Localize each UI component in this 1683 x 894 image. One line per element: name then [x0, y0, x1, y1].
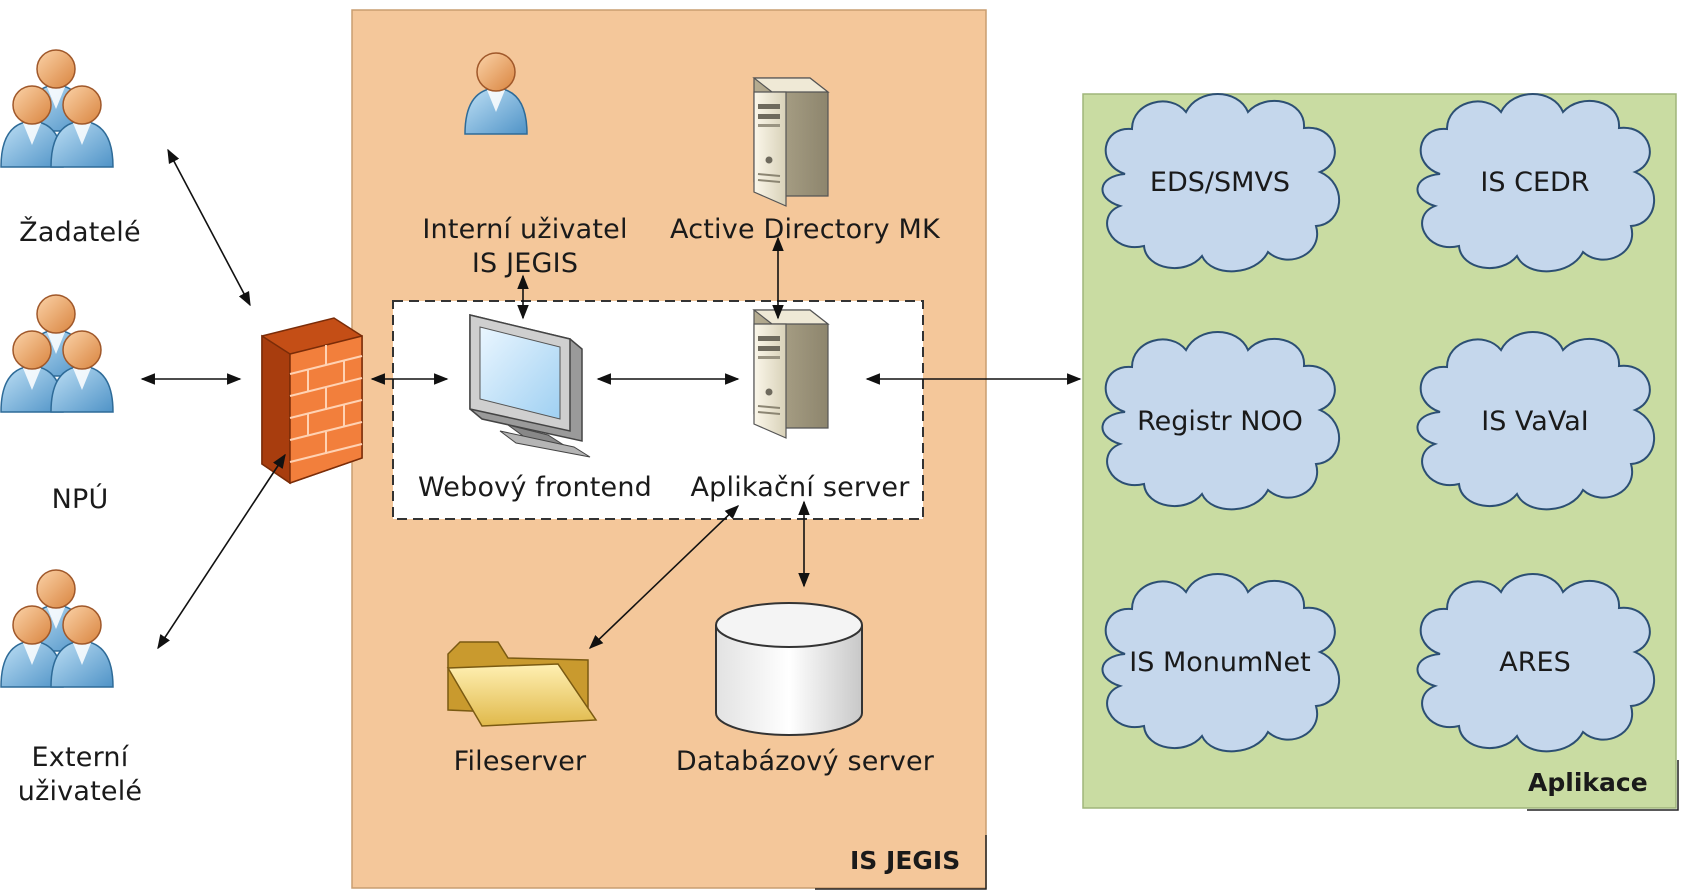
label-zadatele: Žadatelé	[19, 217, 141, 248]
is-jegis-title: IS JEGIS	[850, 846, 961, 875]
label-externi-line1: Externí	[31, 742, 129, 773]
app-label-is-monumnet: IS MonumNet	[1129, 647, 1311, 678]
applicants-icon	[1, 50, 113, 167]
app-label-is-vaval: IS VaVaI	[1481, 406, 1589, 437]
label-internal-user-line1: Interní uživatel	[422, 214, 628, 245]
link-applicants-firewall	[167, 148, 251, 307]
npu-icon	[1, 295, 113, 412]
app-label-ares: ARES	[1499, 647, 1571, 678]
app-label-eds-smvs: EDS/SMVS	[1149, 167, 1291, 198]
aplikace-title-underline	[1527, 760, 1679, 811]
folder-icon	[446, 641, 598, 727]
external-users-icon	[1, 570, 113, 687]
label-app-server: Aplikační server	[690, 472, 910, 503]
active-directory-server-icon	[753, 77, 829, 207]
aplikace-title: Aplikace	[1528, 768, 1648, 797]
label-internal-user-line2: IS JEGIS	[471, 248, 579, 279]
firewall-icon	[261, 317, 363, 485]
database-icon	[715, 602, 863, 736]
label-npu: NPÚ	[51, 484, 109, 515]
label-active-directory: Active Directory MK	[670, 214, 940, 245]
monitor-icon	[469, 314, 591, 458]
label-fileserver: Fileserver	[453, 746, 587, 777]
app-label-registr-noo: Registr NOO	[1137, 406, 1303, 437]
app-server-icon	[753, 309, 829, 439]
label-db-server: Databázový server	[675, 746, 935, 777]
is-jegis-title-underline	[815, 835, 987, 890]
label-web-frontend: Webový frontend	[417, 472, 653, 503]
link-appserver-fileserver	[588, 505, 740, 649]
app-label-is-cedr: IS CEDR	[1480, 167, 1590, 198]
label-externi-line2: uživatelé	[17, 776, 143, 807]
link-external-firewall	[157, 453, 286, 650]
